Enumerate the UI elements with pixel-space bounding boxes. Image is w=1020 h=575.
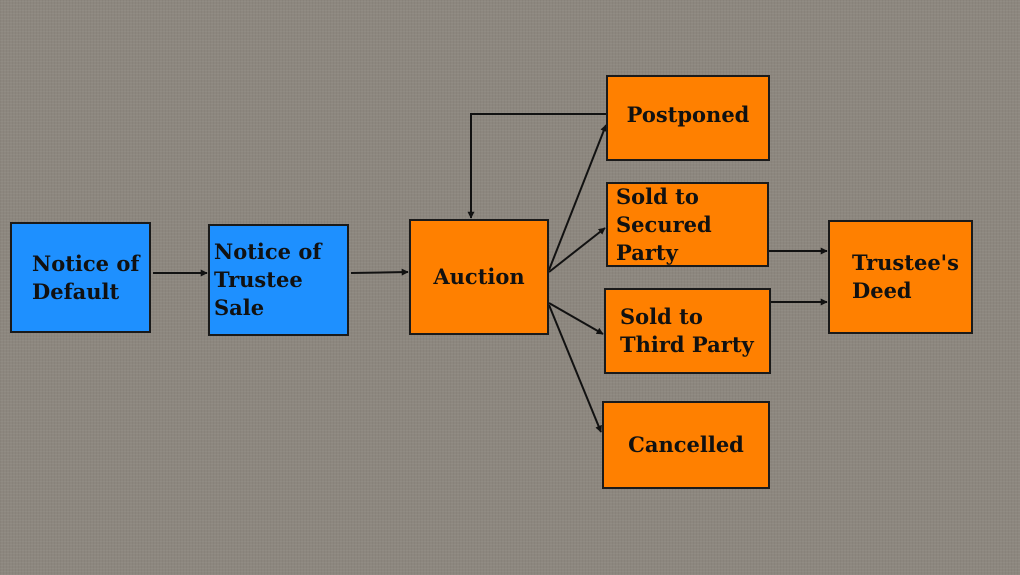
node-cancelled: Cancelled [602, 401, 770, 489]
node-trustees-deed: Trustee's Deed [828, 220, 973, 334]
arrow-postponed-to-auction [467, 113, 606, 219]
node-notice-of-default-label: Notice of Default [32, 250, 140, 304]
arrow-auction-to-cancelled [548, 304, 602, 433]
node-auction-label: Auction [433, 264, 525, 289]
node-postponed-label: Postponed [626, 102, 750, 127]
node-cancelled-label: Cancelled [628, 432, 744, 457]
node-notice-of-trustee-sale-label: Notice of Trustee Sale [214, 239, 322, 320]
arrow-auction-to-sold-third [548, 302, 604, 335]
arrow-auction-to-postponed [548, 124, 607, 271]
node-trustees-deed-label: Trustee's Deed [852, 250, 959, 303]
node-sold-to-secured-party: Sold to Secured Party [606, 182, 769, 267]
node-auction: Auction [409, 219, 549, 335]
arrow-trustee-sale-to-auction [350, 268, 409, 276]
node-notice-of-trustee-sale: Notice of Trustee Sale [208, 224, 349, 336]
node-notice-of-default: Notice of Default [10, 222, 151, 333]
node-sold-to-secured-party-label: Sold to Secured Party [616, 183, 712, 265]
arrow-auction-to-sold-secured [548, 227, 606, 273]
node-sold-to-third-party: Sold to Third Party [604, 288, 771, 374]
node-postponed: Postponed [606, 75, 770, 161]
node-sold-to-third-party-label: Sold to Third Party [620, 304, 754, 357]
